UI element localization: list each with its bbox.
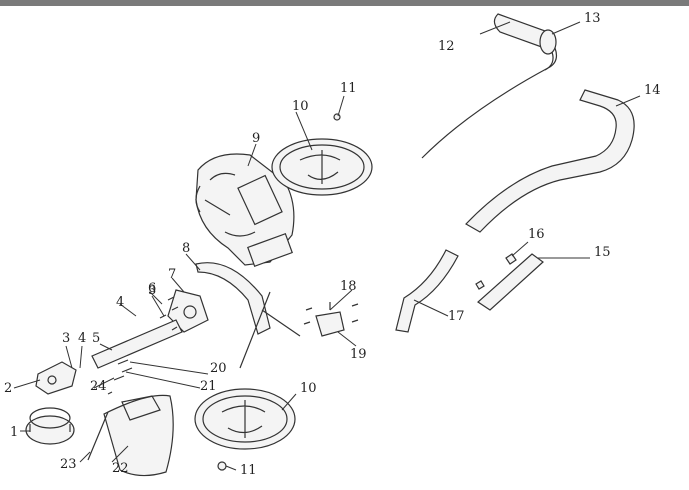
small-hardware [107, 359, 133, 395]
callout-16: 16 [528, 227, 545, 242]
callout-8: 8 [182, 241, 190, 256]
callout-10-upper: 10 [292, 99, 309, 114]
callout-5: 5 [92, 331, 100, 346]
callout-21: 21 [200, 379, 217, 394]
wheel-lower [194, 388, 296, 450]
callout-6: 6 [148, 281, 156, 296]
callout-11-lower: 11 [240, 463, 257, 478]
exploded-parts-diagram: 1 2 3 4 3 4 5 6 7 8 9 10 10 11 11 12 13 … [4, 11, 661, 478]
callout-13: 13 [584, 11, 601, 26]
guard-shield [103, 394, 174, 477]
trimmer-head [25, 407, 75, 445]
callout-3: 3 [62, 331, 70, 346]
wheel-cap-upper [333, 113, 341, 121]
clamp-assembly [303, 302, 359, 337]
wheel-cap-lower [217, 461, 227, 471]
callout-2: 2 [4, 381, 12, 396]
top-bar [0, 0, 689, 6]
callout-22: 22 [112, 461, 129, 476]
guard-rod [87, 411, 109, 461]
callout-23: 23 [60, 457, 77, 472]
callout-19: 19 [350, 347, 367, 362]
callout-4-bracket: 4 [116, 295, 124, 310]
callout-18: 18 [340, 279, 357, 294]
engine [195, 153, 295, 268]
wheel-upper [271, 138, 373, 196]
bracket-plate [167, 289, 209, 333]
callout-24: 24 [90, 379, 107, 394]
throttle-handle [421, 13, 558, 159]
callout-9: 9 [252, 131, 260, 146]
leader-lines [13, 21, 641, 471]
callout-15: 15 [594, 245, 611, 260]
frame [195, 262, 301, 369]
callout-14: 14 [644, 83, 661, 98]
gearbox-head [35, 361, 77, 395]
callout-labels: 1 2 3 4 3 4 5 6 7 8 9 10 10 11 11 12 13 … [4, 11, 661, 478]
callout-7: 7 [168, 267, 176, 282]
upper-handle-bar [465, 89, 635, 233]
bracket-bolts [159, 296, 179, 331]
callout-11-upper: 11 [340, 81, 357, 96]
callout-17: 17 [448, 309, 465, 324]
callout-1: 1 [10, 425, 18, 440]
callout-3-bracket: 3 [148, 283, 156, 298]
drive-shaft-tube [91, 319, 183, 369]
bent-shaft-tube [395, 249, 459, 333]
callout-4: 4 [78, 331, 86, 346]
callout-12: 12 [438, 39, 455, 54]
callout-20: 20 [210, 361, 227, 376]
callout-10-lower: 10 [300, 381, 317, 396]
lower-tube-section [475, 253, 544, 311]
